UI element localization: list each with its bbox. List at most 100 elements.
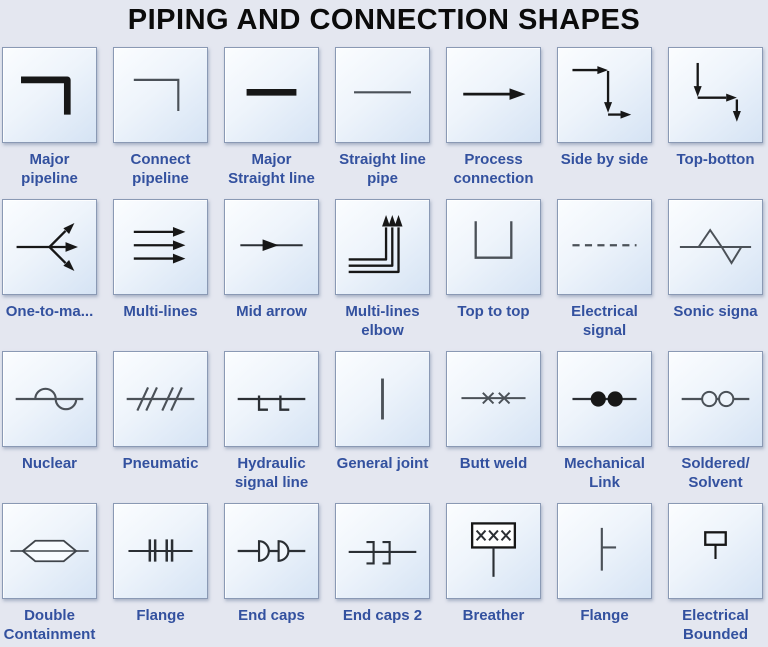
shape-cell-flange[interactable]: Flange — [113, 503, 208, 647]
shape-cell-end-caps-2[interactable]: End caps 2 — [335, 503, 430, 647]
breather-icon — [470, 522, 517, 577]
one-to-many-icon — [16, 222, 78, 272]
shape-tile-hydraulic-signal-line[interactable] — [224, 351, 319, 447]
shape-tile-flange-2[interactable] — [557, 503, 652, 599]
shape-cell-top-bottom[interactable]: Top-botton — [668, 47, 763, 199]
shape-cell-end-caps[interactable]: End caps — [224, 503, 319, 647]
shape-tile-mechanical-link[interactable] — [557, 351, 652, 447]
shape-label-butt-weld: Butt weld — [459, 455, 528, 472]
shape-tile-general-joint[interactable] — [335, 351, 430, 447]
shape-cell-pneumatic[interactable]: Pneumatic — [113, 351, 208, 503]
shape-tile-one-to-many[interactable] — [2, 199, 97, 295]
page-title: PIPING AND CONNECTION SHAPES — [127, 4, 641, 36]
shape-tile-end-caps-2[interactable] — [335, 503, 430, 599]
general-joint-icon — [381, 378, 384, 420]
shape-tile-breather[interactable] — [446, 503, 541, 599]
major-straight-line-icon — [246, 88, 297, 96]
shape-cell-general-joint[interactable]: General joint — [335, 351, 430, 503]
shape-cell-side-by-side[interactable]: Side by side — [557, 47, 652, 199]
shape-tile-straight-line-pipe[interactable] — [335, 47, 430, 143]
sonic-signal-icon — [679, 228, 752, 265]
soldered-solvent-icon — [681, 390, 750, 408]
shape-tile-nuclear[interactable] — [2, 351, 97, 447]
shape-tile-electrical-signal[interactable] — [557, 199, 652, 295]
shape-cell-breather[interactable]: Breather — [446, 503, 541, 647]
flange-2-icon — [600, 527, 617, 571]
shape-label-multi-lines: Multi-lines — [123, 303, 198, 320]
shape-tile-top-bottom[interactable] — [668, 47, 763, 143]
shape-tile-end-caps[interactable] — [224, 503, 319, 599]
shape-tile-process-connection[interactable] — [446, 47, 541, 143]
shape-label-flange: Flange — [136, 607, 185, 624]
electrical-signal-icon — [572, 244, 637, 247]
shape-cell-nuclear[interactable]: Nuclear — [2, 351, 97, 503]
shape-tile-soldered-solvent[interactable] — [668, 351, 763, 447]
shape-label-flange-2: Flange — [580, 607, 629, 624]
shape-label-end-caps-2: End caps 2 — [342, 607, 423, 624]
mechanical-link-icon — [572, 391, 637, 407]
shape-tile-multi-lines[interactable] — [113, 199, 208, 295]
shape-label-one-to-many: One-to-ma... — [5, 303, 94, 320]
shape-tile-double-containment[interactable] — [2, 503, 97, 599]
shape-tile-side-by-side[interactable] — [557, 47, 652, 143]
shape-tile-major-straight-line[interactable] — [224, 47, 319, 143]
shape-cell-soldered-solvent[interactable]: Soldered/Solvent — [668, 351, 763, 503]
butt-weld-icon — [461, 392, 526, 405]
shape-tile-butt-weld[interactable] — [446, 351, 541, 447]
shape-cell-multi-lines[interactable]: Multi-lines — [113, 199, 208, 351]
shape-tile-multi-lines-elbow[interactable] — [335, 199, 430, 295]
flange-icon — [128, 539, 193, 562]
shape-label-nuclear: Nuclear — [21, 455, 78, 472]
multi-lines-elbow-icon — [348, 214, 403, 274]
pneumatic-icon — [126, 386, 195, 412]
shape-tile-connect-pipeline[interactable] — [113, 47, 208, 143]
shape-cell-sonic-signal[interactable]: Sonic signa — [668, 199, 763, 351]
shape-cell-flange-2[interactable]: Flange — [557, 503, 652, 647]
shape-label-soldered-solvent: Soldered/Solvent — [681, 455, 750, 492]
shape-cell-mid-arrow[interactable]: Mid arrow — [224, 199, 319, 351]
shape-tile-flange[interactable] — [113, 503, 208, 599]
shape-tile-top-to-top[interactable] — [446, 199, 541, 295]
hydraulic-signal-line-icon — [237, 395, 306, 411]
shape-cell-top-to-top[interactable]: Top to top — [446, 199, 541, 351]
shape-cell-butt-weld[interactable]: Butt weld — [446, 351, 541, 503]
end-caps-2-icon — [348, 541, 417, 565]
major-pipeline-icon — [21, 76, 71, 115]
shape-tile-sonic-signal[interactable] — [668, 199, 763, 295]
shape-label-top-to-top: Top to top — [457, 303, 530, 320]
side-by-side-icon — [572, 66, 632, 119]
shape-tile-major-pipeline[interactable] — [2, 47, 97, 143]
shape-label-mid-arrow: Mid arrow — [236, 303, 307, 320]
shape-tile-mid-arrow[interactable] — [224, 199, 319, 295]
mid-arrow-icon — [240, 239, 303, 252]
shape-tile-electrical-bounded[interactable] — [668, 503, 763, 599]
shape-label-side-by-side: Side by side — [560, 151, 649, 168]
process-connection-icon — [463, 88, 526, 100]
shape-tile-pneumatic[interactable] — [113, 351, 208, 447]
shape-cell-one-to-many[interactable]: One-to-ma... — [2, 199, 97, 351]
shape-label-general-joint: General joint — [336, 455, 429, 472]
double-containment-icon — [10, 539, 89, 563]
